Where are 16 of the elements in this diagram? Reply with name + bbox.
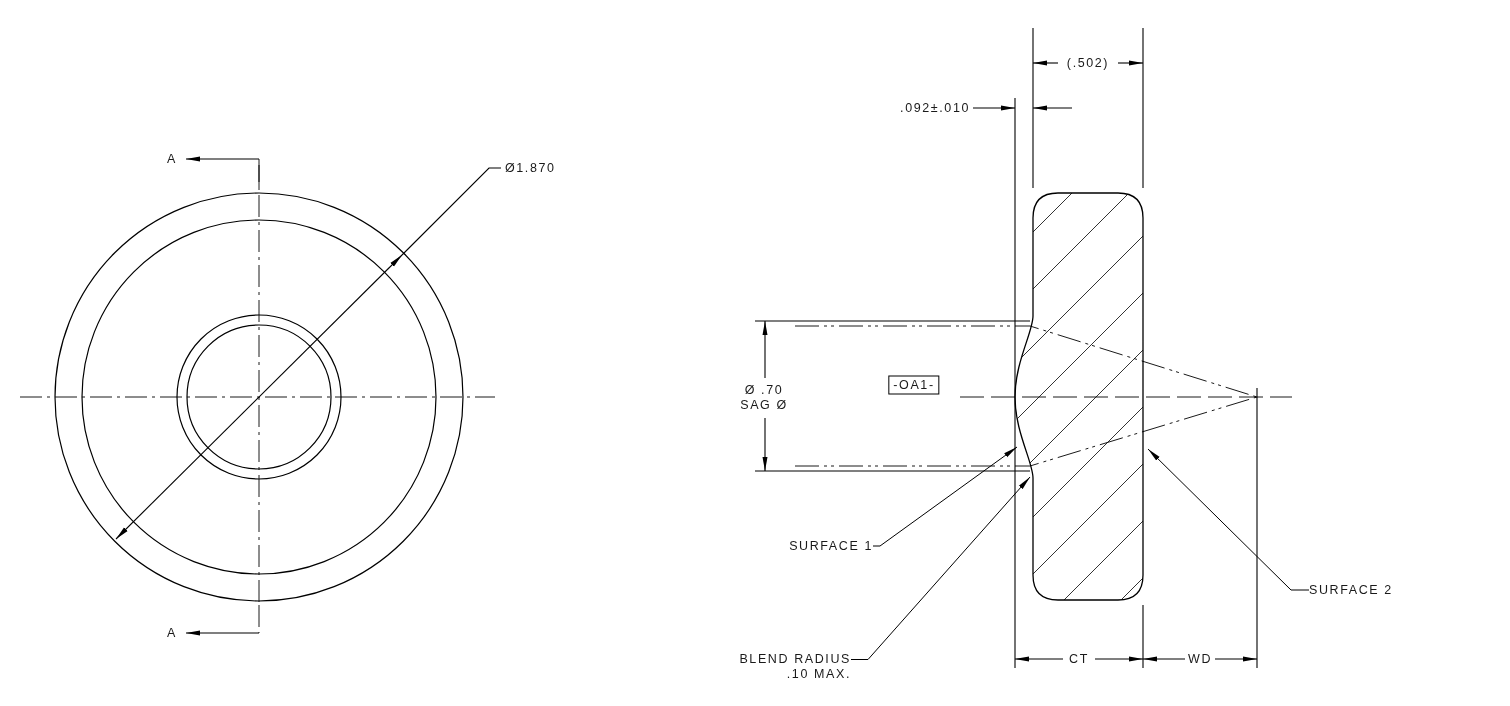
dimension-text: Ø .70 SAG Ø (739, 383, 789, 413)
dimension-text: CT (1069, 651, 1089, 667)
dimension-text: .092±.010 (900, 100, 970, 116)
dimension-text: Ø1.870 (505, 160, 556, 176)
leader-line (850, 476, 1031, 660)
lens-section-drawing (1014, 192, 1144, 601)
leader-label: SURFACE 2 (1309, 582, 1393, 598)
dimension-text: (.502) (1066, 55, 1110, 71)
leader-label: SURFACE 1 (789, 538, 873, 554)
leader-line (1147, 448, 1310, 591)
datum-label: -OA1- (888, 375, 940, 395)
leader-line (872, 446, 1018, 547)
section-letter: A (167, 151, 177, 167)
section-letter: A (167, 625, 177, 641)
leader-label: BLEND RADIUS .10 MAX. (733, 652, 851, 682)
dimension-text: WD (1188, 651, 1212, 667)
